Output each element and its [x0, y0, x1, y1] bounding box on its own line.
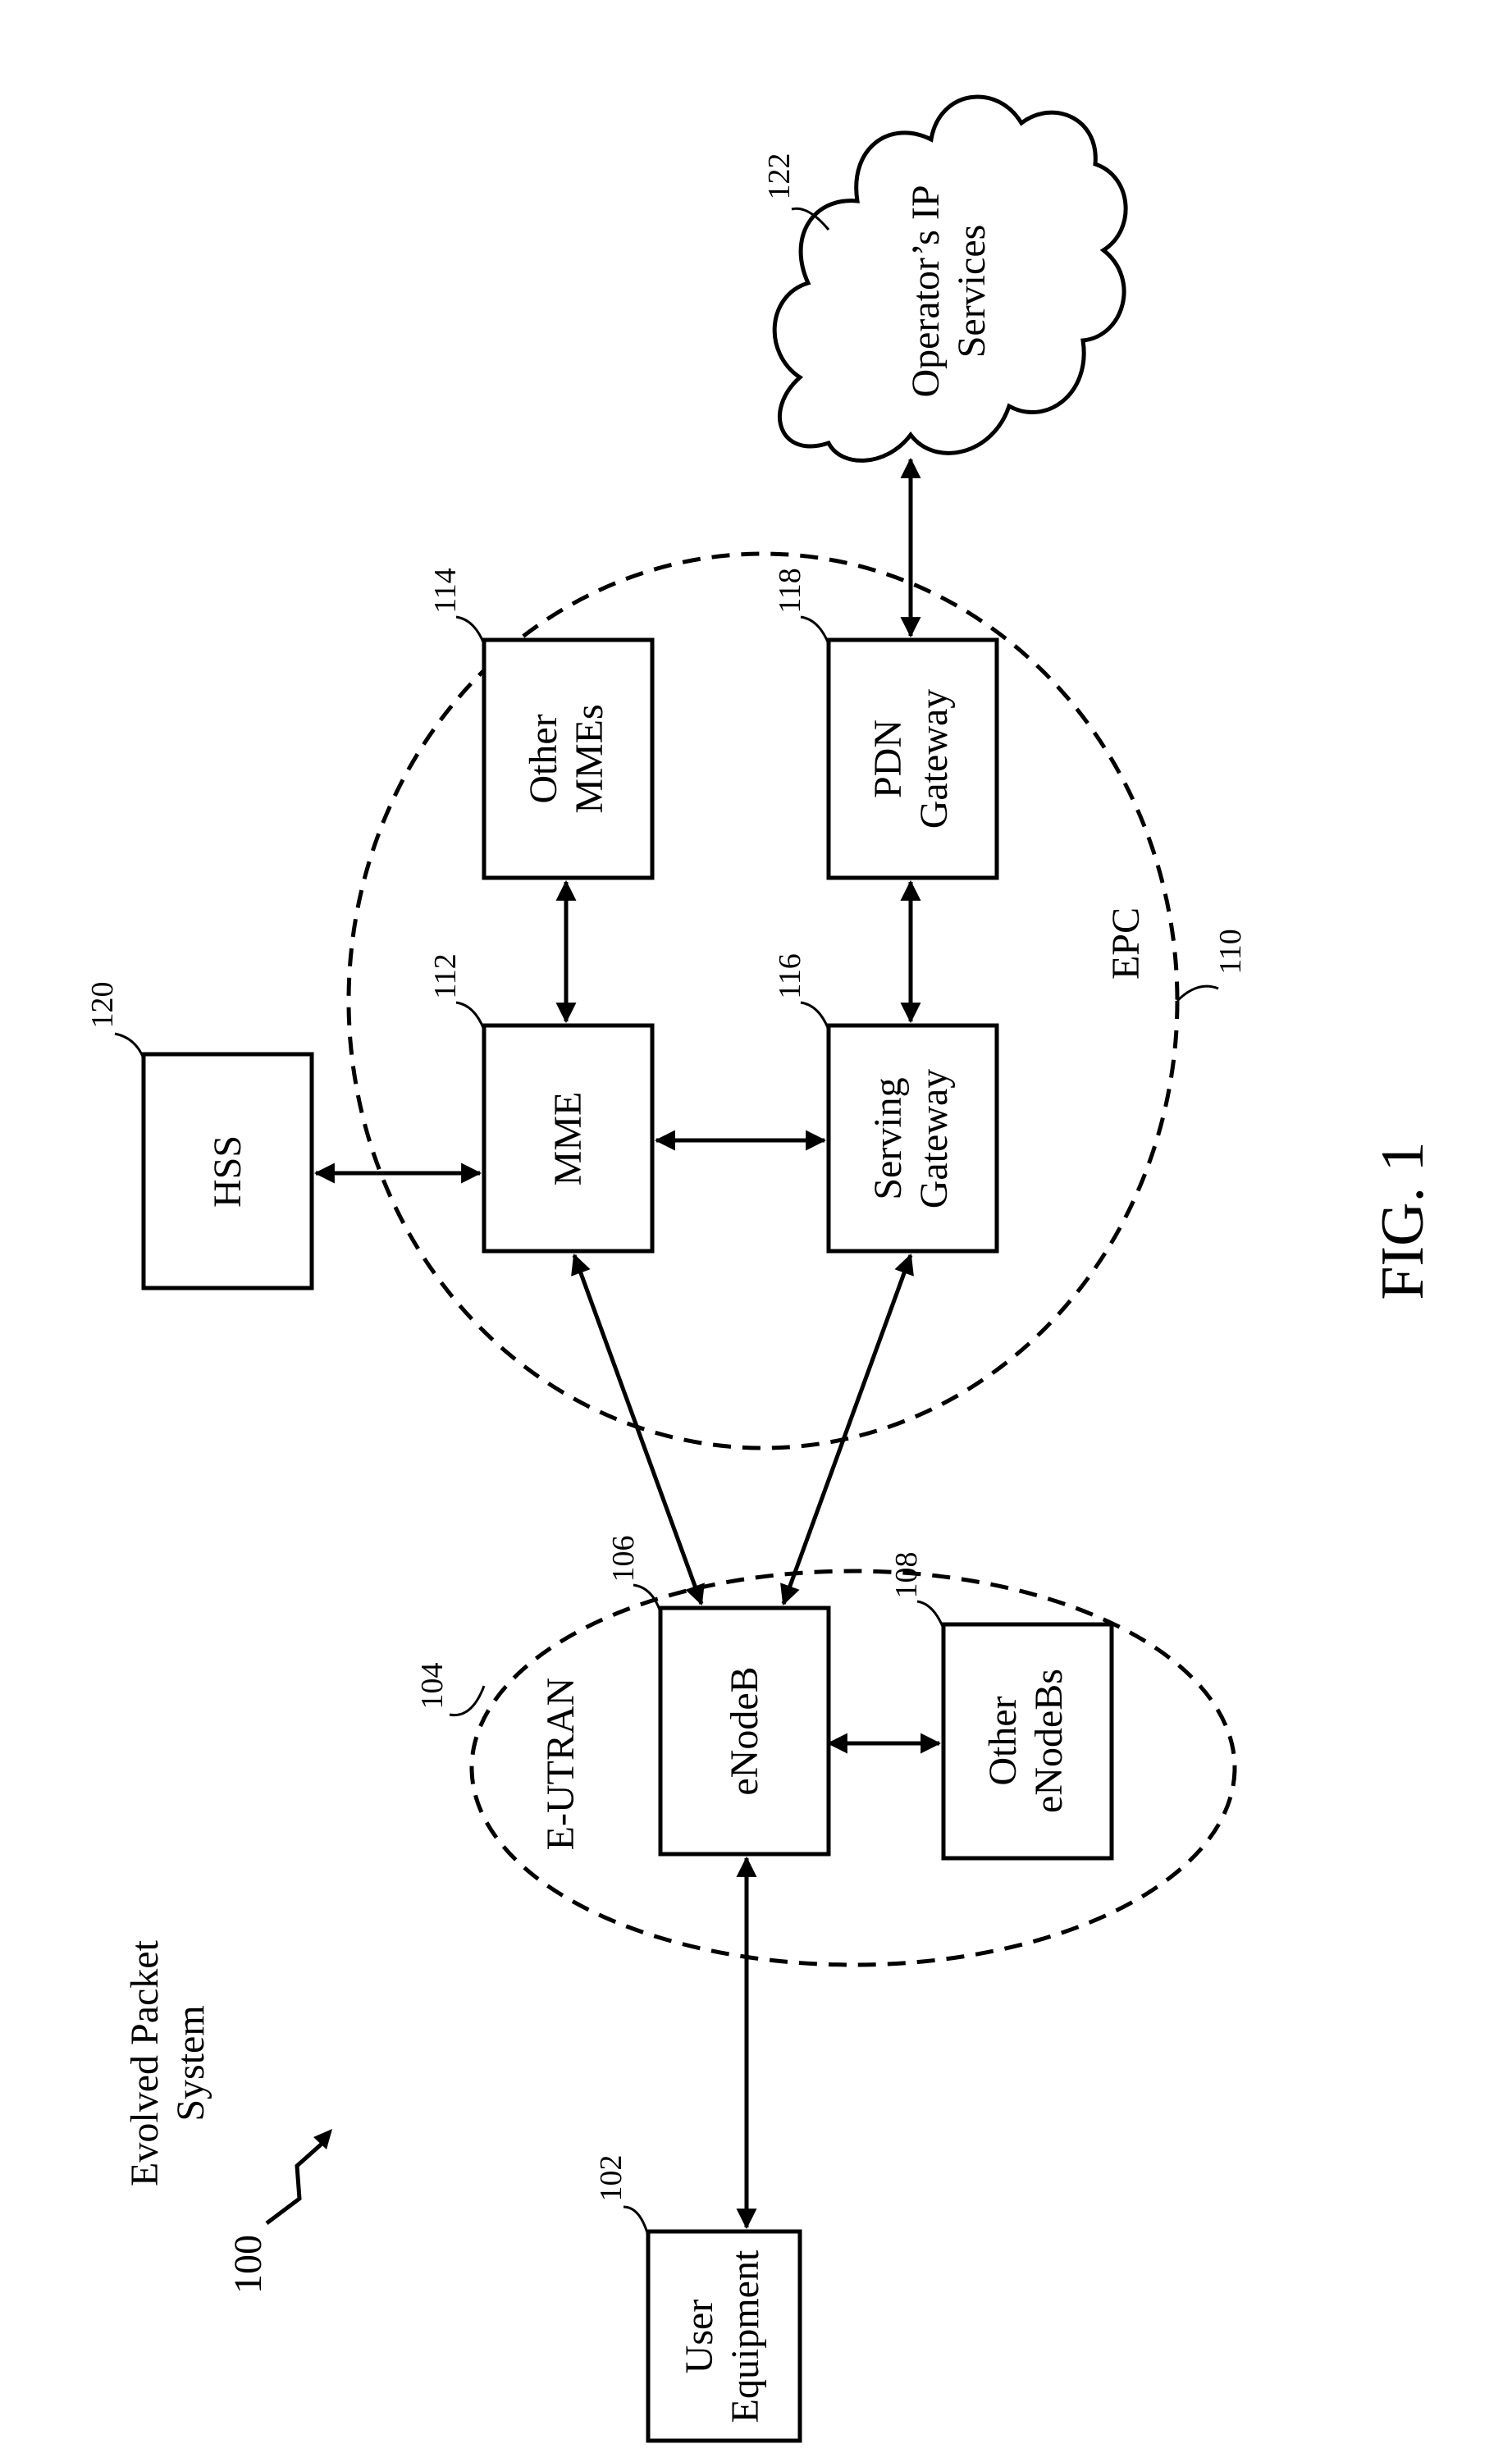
other-enodebs-label-2: eNodeBs — [1027, 1669, 1071, 1813]
system-label-1: Evolved Packet — [123, 1939, 167, 2186]
other-enodebs-label-1: Other — [981, 1696, 1025, 1785]
system-ref: 100 — [226, 2235, 270, 2294]
leader-110 — [1177, 986, 1218, 1001]
leader-114 — [456, 617, 484, 644]
leader-120 — [115, 1034, 144, 1058]
ref-104: 104 — [415, 1663, 450, 1710]
system-label-2: System — [169, 2005, 212, 2121]
user-equipment-label-1: User — [678, 2300, 721, 2374]
ref-106: 106 — [606, 1536, 641, 1583]
ref-114: 114 — [428, 568, 463, 614]
other-mmes-label-2: MMEs — [568, 704, 611, 813]
ref-116: 116 — [773, 953, 807, 999]
e-utran-region — [472, 1571, 1235, 1965]
ref-102: 102 — [594, 2155, 628, 2202]
leader-108 — [917, 1601, 943, 1628]
e-utran-label: E-UTRAN — [539, 1678, 582, 1851]
ref-122: 122 — [762, 153, 797, 200]
user-equipment-label-2: Equipment — [724, 2250, 767, 2423]
serving-gateway-label-1: Serving — [866, 1077, 910, 1199]
pdn-gateway-label-1: PDN — [866, 719, 910, 798]
other-mmes-label-1: Other — [522, 714, 565, 803]
link-enodeb-serving-gateway — [783, 1255, 911, 1604]
epc-label: EPC — [1104, 907, 1148, 980]
leader-112 — [456, 1003, 484, 1030]
figure-caption: FIG. 1 — [1369, 1141, 1437, 1300]
mme-label: MME — [546, 1092, 590, 1186]
leader-118 — [801, 617, 829, 644]
ref-118: 118 — [773, 568, 807, 614]
system-pointer-arrow — [267, 2140, 327, 2223]
leader-102 — [624, 2207, 648, 2236]
ip-services-label-2: Services — [950, 225, 994, 359]
enodeb-label: eNodeB — [723, 1666, 766, 1795]
epc-region — [349, 554, 1177, 1448]
ref-110: 110 — [1213, 929, 1248, 975]
pdn-gateway-label-2: Gateway — [912, 689, 956, 829]
serving-gateway-label-2: Gateway — [912, 1069, 956, 1209]
ref-120: 120 — [85, 982, 120, 1029]
leader-104 — [450, 1686, 484, 1715]
ref-108: 108 — [889, 1552, 924, 1599]
ref-112: 112 — [428, 953, 463, 999]
hss-label: HSS — [206, 1135, 249, 1208]
ip-services-label-1: Operator’s IP — [904, 185, 948, 397]
leader-116 — [801, 1003, 829, 1030]
